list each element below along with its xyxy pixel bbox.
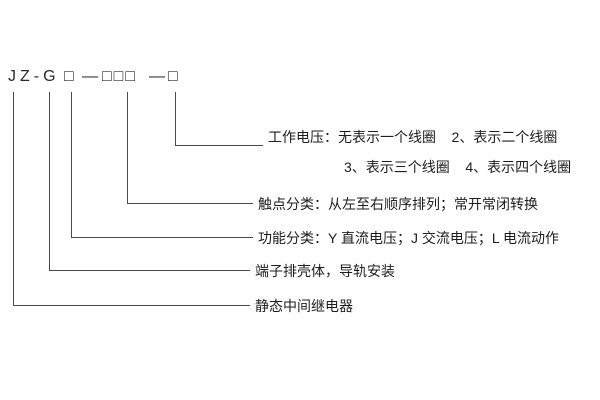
label-housing: 端子排壳体，导轨安装 [255,263,395,279]
leader-vline-contact [127,92,128,203]
label-working-voltage-line1: 工作电压：无表示一个线圈 2、表示二个线圈 [268,129,558,145]
model-code-dash-1: — [82,68,102,85]
leader-hline-function [71,237,253,238]
leader-vline-function [71,92,72,237]
model-code-voltage-box: □ [168,68,182,85]
model-code-prefix: JZ-G [8,68,60,85]
leader-vline-relay [13,92,14,305]
leader-hline-voltage [175,145,263,146]
label-function-class: 功能分类：Y 直流电压；J 交流电压；L 电流动作 [258,230,560,246]
leader-hline-housing [49,270,250,271]
leader-hline-relay [13,305,250,306]
leader-vline-voltage [175,92,176,145]
label-contact-class: 触点分类：从左至右顺序排列；常开常闭转换 [258,196,538,212]
model-code-dash-2: — [149,68,169,85]
label-working-voltage-line2: 3、表示三个线圈 4、表示四个线圈 [344,159,572,175]
label-relay-type: 静态中间继电器 [255,298,353,314]
model-code-function-box: □ [64,68,78,85]
leader-hline-contact [127,203,253,204]
model-code-contact-boxes: □□□ [102,68,137,85]
leader-vline-housing [49,92,50,270]
